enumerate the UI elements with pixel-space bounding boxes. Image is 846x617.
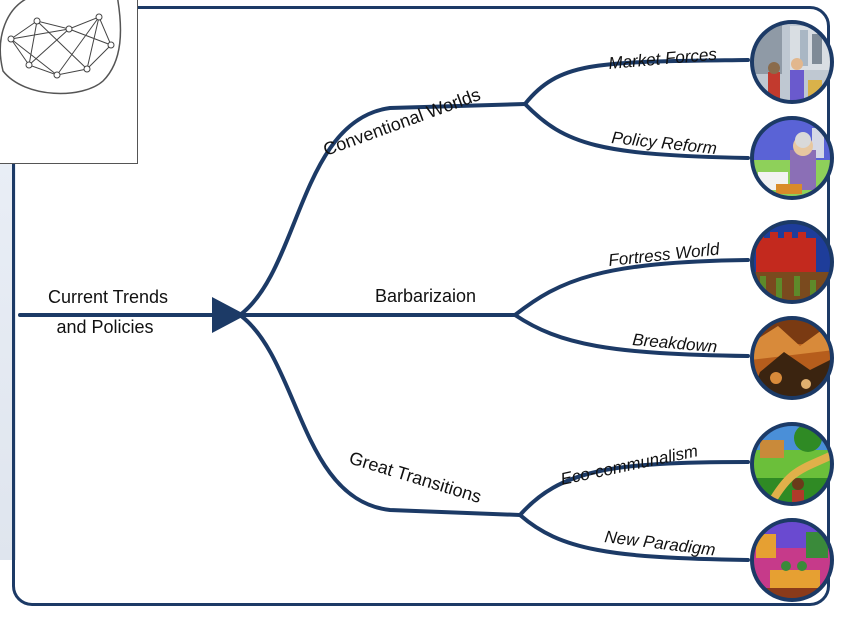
breakdown-scene (750, 316, 834, 400)
network-logo (0, 0, 138, 164)
leaf-line-market-forces (523, 58, 750, 106)
branch-line-conventional (238, 102, 527, 317)
diagram-frame (12, 6, 830, 606)
leaf-line-breakdown (513, 313, 750, 358)
root-arrow-icon (212, 297, 246, 333)
leaf-line-new-paradigm (518, 513, 750, 562)
branch-label-great-transitions: Great Transitions (347, 448, 484, 507)
branch-line-great-transitions (238, 313, 522, 517)
new-paradigm-scene (750, 518, 834, 602)
root-label-line-1: Current Trends (48, 287, 168, 307)
eco-communalism-scene (750, 422, 834, 506)
market-forces-scene (750, 20, 834, 104)
leaf-label-market-forces: Market Forces (608, 45, 718, 73)
leaf-line-fortress-world (513, 258, 750, 317)
policy-reform-scene (750, 116, 834, 200)
branch-label-barbarization: Barbarizaion (375, 286, 476, 306)
leaf-line-eco-communalism (518, 460, 750, 517)
branch-label-conventional-worlds: Conventional Worlds (321, 84, 484, 159)
root-label-line-2: and Policies (56, 317, 153, 337)
fortress-world-scene (750, 220, 834, 304)
leaf-line-policy-reform (523, 102, 750, 160)
leaf-label-eco-communalism: Eco-communalism (559, 441, 700, 489)
